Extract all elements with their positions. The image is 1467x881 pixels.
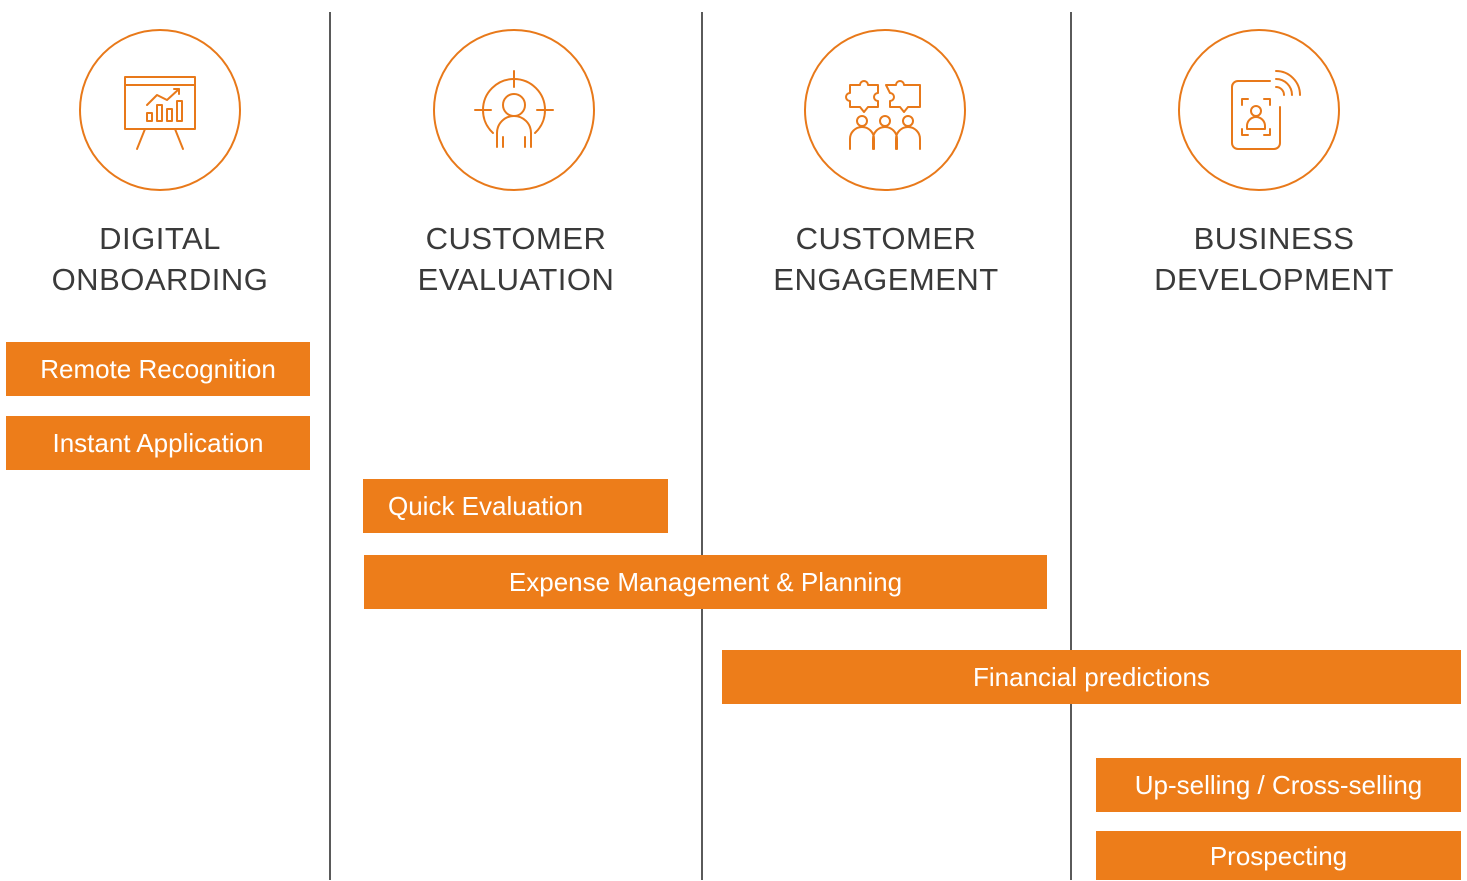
presentation-chart-icon [79,29,241,191]
target-person-icon [433,29,595,191]
column-title-line: DEVELOPMENT [1154,262,1394,297]
team-puzzle-icon [804,29,966,191]
column-title-line: BUSINESS [1193,221,1355,256]
column-title-line: DIGITAL [99,221,221,256]
phone-face-recognition-icon [1178,29,1340,191]
column-divider [701,12,703,880]
column-title-customer-engagement: CUSTOMER ENGAGEMENT [726,218,1046,300]
bar-instant-application: Instant Application [6,416,310,470]
column-title-business-development: BUSINESS DEVELOPMENT [1114,218,1434,300]
bar-expense-management-planning: Expense Management & Planning [364,555,1047,609]
column-divider [1070,12,1072,880]
column-title-customer-evaluation: CUSTOMER EVALUATION [356,218,676,300]
bar-up-selling-cross-selling: Up-selling / Cross-selling [1096,758,1461,812]
column-divider [329,12,331,880]
bar-prospecting: Prospecting [1096,831,1461,880]
column-title-line: CUSTOMER [795,221,977,256]
column-title-line: ONBOARDING [51,262,269,297]
column-title-line: EVALUATION [417,262,615,297]
bar-quick-evaluation: Quick Evaluation [363,479,668,533]
bar-financial-predictions: Financial predictions [722,650,1461,704]
column-title-digital-onboarding: DIGITAL ONBOARDING [0,218,320,300]
column-title-line: ENGAGEMENT [773,262,999,297]
column-title-line: CUSTOMER [425,221,607,256]
bar-remote-recognition: Remote Recognition [6,342,310,396]
